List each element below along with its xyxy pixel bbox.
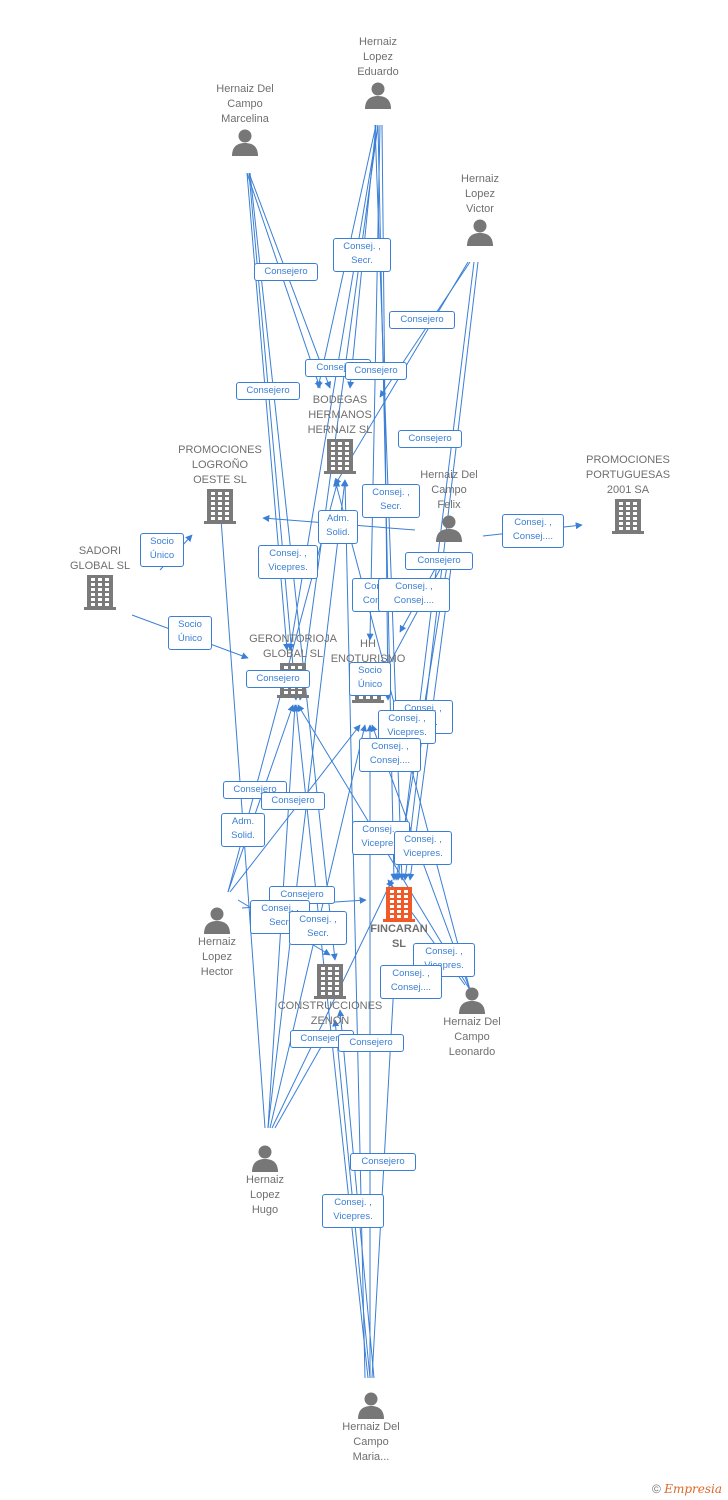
edge-role-label[interactable]: Consej. , Secr. — [289, 911, 347, 945]
edge-role-label[interactable]: Consej. , Secr. — [362, 484, 420, 518]
edge-role-label[interactable]: Consejero — [405, 552, 473, 570]
node-lopez-hector[interactable]: Hernaiz Lopez Hector — [162, 905, 272, 980]
edge-role-label[interactable]: Socio Único — [349, 662, 391, 696]
node-construcciones[interactable]: CONSTRUCCIONES ZENON — [275, 963, 385, 1029]
node-fincaran[interactable]: FINCARAN SL — [344, 886, 454, 952]
node-del-campo-leonardo[interactable]: Hernaiz Del Campo Leonardo — [417, 985, 527, 1060]
node-label: PROMOCIONES PORTUGUESAS 2001 SA — [585, 454, 671, 496]
relationship-edge — [366, 124, 381, 641]
person-icon — [316, 1390, 426, 1420]
edge-role-label[interactable]: Adm. Solid. — [318, 510, 358, 544]
node-label: Hernaiz Lopez Hugo — [246, 1174, 284, 1216]
building-icon — [344, 886, 454, 922]
node-promociones-logrono[interactable]: PROMOCIONES LOGROÑO OESTE SL — [165, 443, 275, 524]
relationship-edge — [402, 261, 479, 881]
edge-role-label[interactable]: Adm. Solid. — [221, 813, 265, 847]
node-del-campo-marcelina[interactable]: Hernaiz Del Campo Marcelina — [190, 82, 300, 157]
node-label: Hernaiz Del Campo Felix — [420, 469, 478, 511]
node-lopez-victor[interactable]: Hernaiz Lopez Victor — [425, 172, 535, 247]
person-icon — [425, 217, 535, 247]
edge-role-label[interactable]: Consejero — [398, 430, 462, 448]
building-icon — [285, 438, 395, 474]
edge-role-label[interactable]: Consej. , Consej.... — [380, 965, 442, 999]
node-label: Hernaiz Lopez Eduardo — [357, 36, 399, 78]
edge-role-label[interactable]: Consejero — [261, 792, 325, 810]
node-label: Hernaiz Lopez Victor — [461, 173, 499, 215]
edge-role-label[interactable]: Consejero — [345, 362, 407, 380]
relationship-edge — [271, 879, 393, 1129]
node-label: Hernaiz Lopez Hector — [198, 936, 236, 978]
person-icon — [162, 905, 272, 935]
edge-role-label[interactable]: Consej. , Consej.... — [378, 578, 450, 612]
relationship-edge — [395, 261, 475, 881]
edge-role-label[interactable]: Consejero — [338, 1034, 404, 1052]
edge-role-label[interactable]: Socio Único — [168, 616, 212, 650]
person-icon — [417, 985, 527, 1015]
building-icon — [275, 963, 385, 999]
edge-role-label[interactable]: Consej. , Vicepres. — [322, 1194, 384, 1228]
node-label: PROMOCIONES LOGROÑO OESTE SL — [178, 444, 262, 486]
edge-role-label[interactable]: Consej. , Consej.... — [359, 738, 421, 772]
relationship-edge — [297, 124, 379, 701]
relationship-edge — [371, 964, 399, 1379]
node-bodegas[interactable]: BODEGAS HERMANOS HERNAIZ SL — [285, 393, 395, 474]
building-icon — [165, 488, 275, 524]
node-del-campo-maria[interactable]: Hernaiz Del Campo Maria... — [316, 1390, 426, 1465]
node-label: FINCARAN SL — [370, 923, 428, 950]
node-lopez-eduardo[interactable]: Hernaiz Lopez Eduardo — [323, 35, 433, 110]
building-icon — [573, 498, 683, 534]
person-icon — [190, 127, 300, 157]
node-label: BODEGAS HERMANOS HERNAIZ SL — [307, 394, 373, 436]
node-label: Hernaiz Del Campo Maria... — [342, 1421, 400, 1463]
node-label: Hernaiz Del Campo Marcelina — [216, 83, 274, 125]
edge-role-label[interactable]: Consejero — [389, 311, 455, 329]
person-icon — [210, 1143, 320, 1173]
edge-role-label[interactable]: Consejero — [246, 670, 310, 688]
relationship-edge — [248, 172, 299, 701]
node-del-campo-felix[interactable]: Hernaiz Del Campo Felix — [394, 468, 504, 543]
edge-role-label[interactable]: Socio Único — [140, 533, 184, 567]
edge-role-label[interactable]: Consejero — [350, 1153, 416, 1171]
node-promociones-portuguesas[interactable]: PROMOCIONES PORTUGUESAS 2001 SA — [573, 453, 683, 534]
edge-role-label[interactable]: Consejero — [236, 382, 300, 400]
node-label: SADORI GLOBAL SL — [69, 545, 131, 572]
brand-logo[interactable]: Empresia — [664, 1482, 722, 1496]
copyright-symbol: © — [652, 1482, 661, 1496]
node-label: GERONTORIOJA GLOBAL SL — [249, 633, 337, 660]
node-sadori[interactable]: SADORI GLOBAL SL — [45, 544, 155, 610]
person-icon — [323, 80, 433, 110]
relationship-edge — [274, 1039, 326, 1129]
building-icon — [45, 574, 155, 610]
edge-role-label[interactable]: Consej. , Vicepres. — [394, 831, 452, 865]
edge-role-label[interactable]: Consej. , Vicepres. — [258, 545, 318, 579]
node-lopez-hugo[interactable]: Hernaiz Lopez Hugo — [210, 1143, 320, 1218]
node-label: CONSTRUCCIONES ZENON — [277, 1000, 383, 1027]
node-label: Hernaiz Del Campo Leonardo — [443, 1016, 501, 1058]
person-icon — [394, 513, 504, 543]
relationship-edge — [341, 479, 366, 1379]
footer-brand: © Empresia — [652, 1482, 722, 1496]
edge-role-label[interactable]: Consej. , Secr. — [333, 238, 391, 272]
edge-role-label[interactable]: Consejero — [254, 263, 318, 281]
edge-role-label[interactable]: Consej. , Consej.... — [502, 514, 564, 548]
